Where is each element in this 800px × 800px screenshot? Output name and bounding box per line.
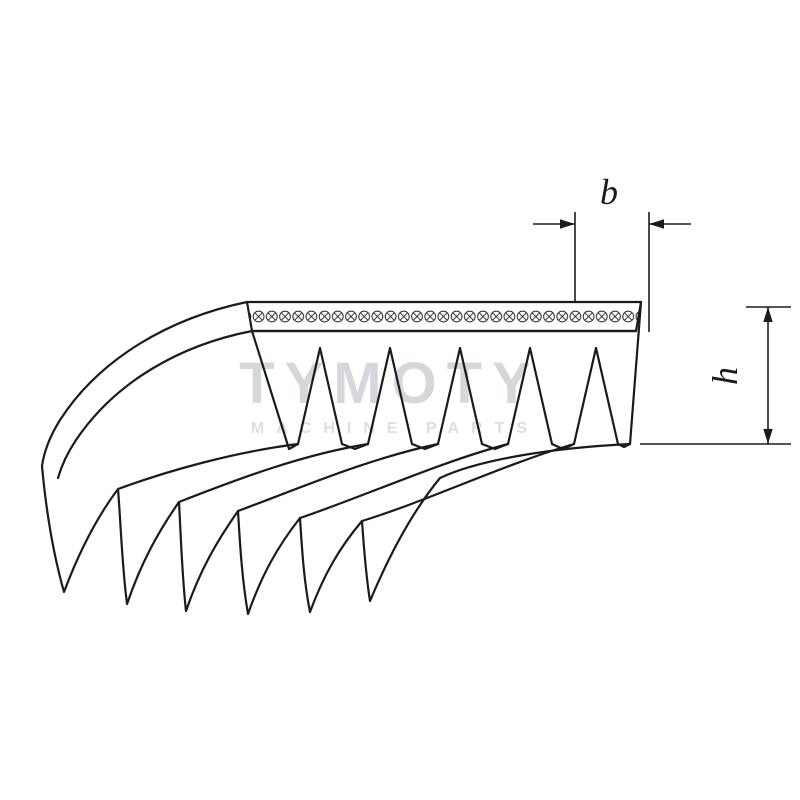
arrow-up-icon bbox=[763, 307, 773, 322]
cord-band-hatch bbox=[247, 302, 641, 331]
arrow-right-icon bbox=[560, 219, 575, 229]
bend-inner-curve bbox=[56, 329, 254, 480]
dimension-b: b bbox=[533, 172, 691, 332]
groove-sweep-line bbox=[177, 442, 370, 504]
arrow-left-icon bbox=[649, 219, 664, 229]
watermark-title: TYMOTY bbox=[239, 351, 541, 416]
arrow-down-icon bbox=[763, 429, 773, 444]
bent-belt-outline bbox=[40, 300, 632, 616]
dimension-h-label: h bbox=[705, 367, 745, 385]
groove-sweep-line bbox=[360, 442, 576, 523]
belt-face-outline bbox=[250, 300, 643, 451]
dimension-b-label: b bbox=[600, 172, 618, 212]
groove-sweep-line bbox=[236, 442, 440, 513]
watermark-subtitle: MACHINE PARTS bbox=[251, 420, 539, 437]
groove-sweep-line bbox=[116, 442, 300, 491]
groove-sweep-line bbox=[298, 442, 510, 520]
dimension-h: h bbox=[640, 306, 791, 445]
belt-face-fill bbox=[247, 302, 641, 449]
